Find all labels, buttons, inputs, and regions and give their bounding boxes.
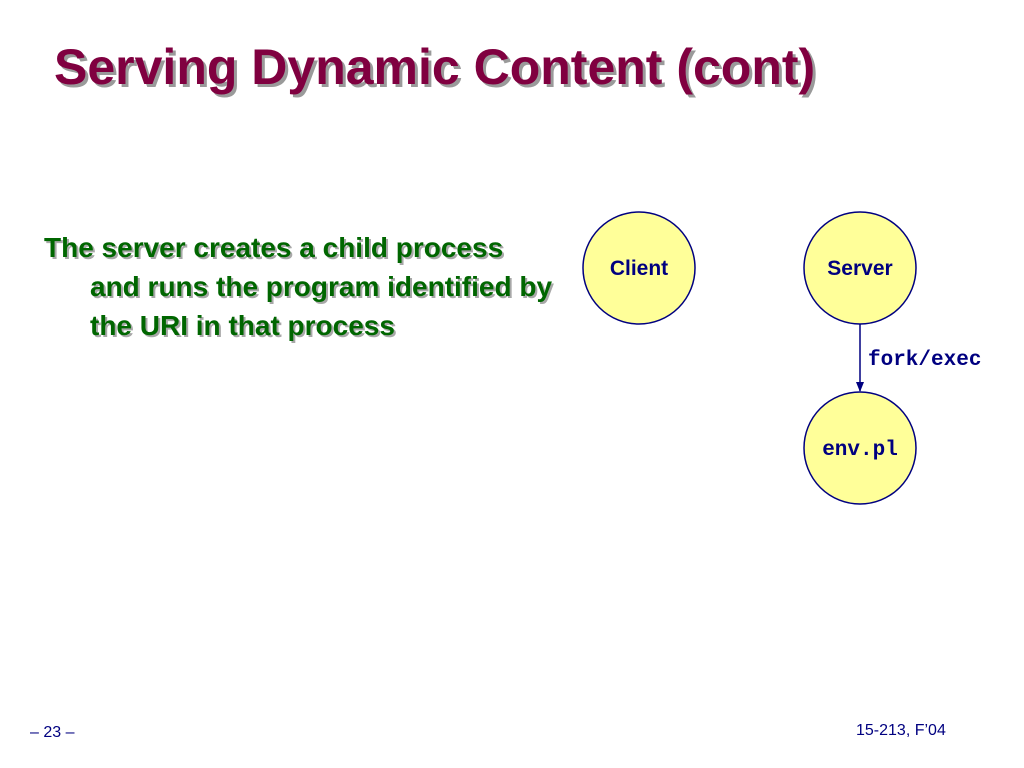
client-circle [582, 211, 696, 325]
env-pl-circle [803, 391, 917, 505]
course-label: 15-213, F’04 [856, 722, 946, 739]
server-label: Server [827, 257, 892, 280]
slide-title: Serving Dynamic Content (cont) [54, 39, 816, 95]
fork-exec-label: fork/exec [868, 349, 981, 372]
server-node: Server [803, 211, 917, 325]
env-pl-label: env.pl [822, 439, 898, 462]
env-pl-node: env.pl [803, 391, 917, 505]
client-label: Client [610, 257, 668, 280]
bullet-text: The server creates a child process and r… [44, 232, 553, 341]
client-node: Client [582, 211, 696, 325]
page-number: – 23 – [30, 724, 75, 741]
